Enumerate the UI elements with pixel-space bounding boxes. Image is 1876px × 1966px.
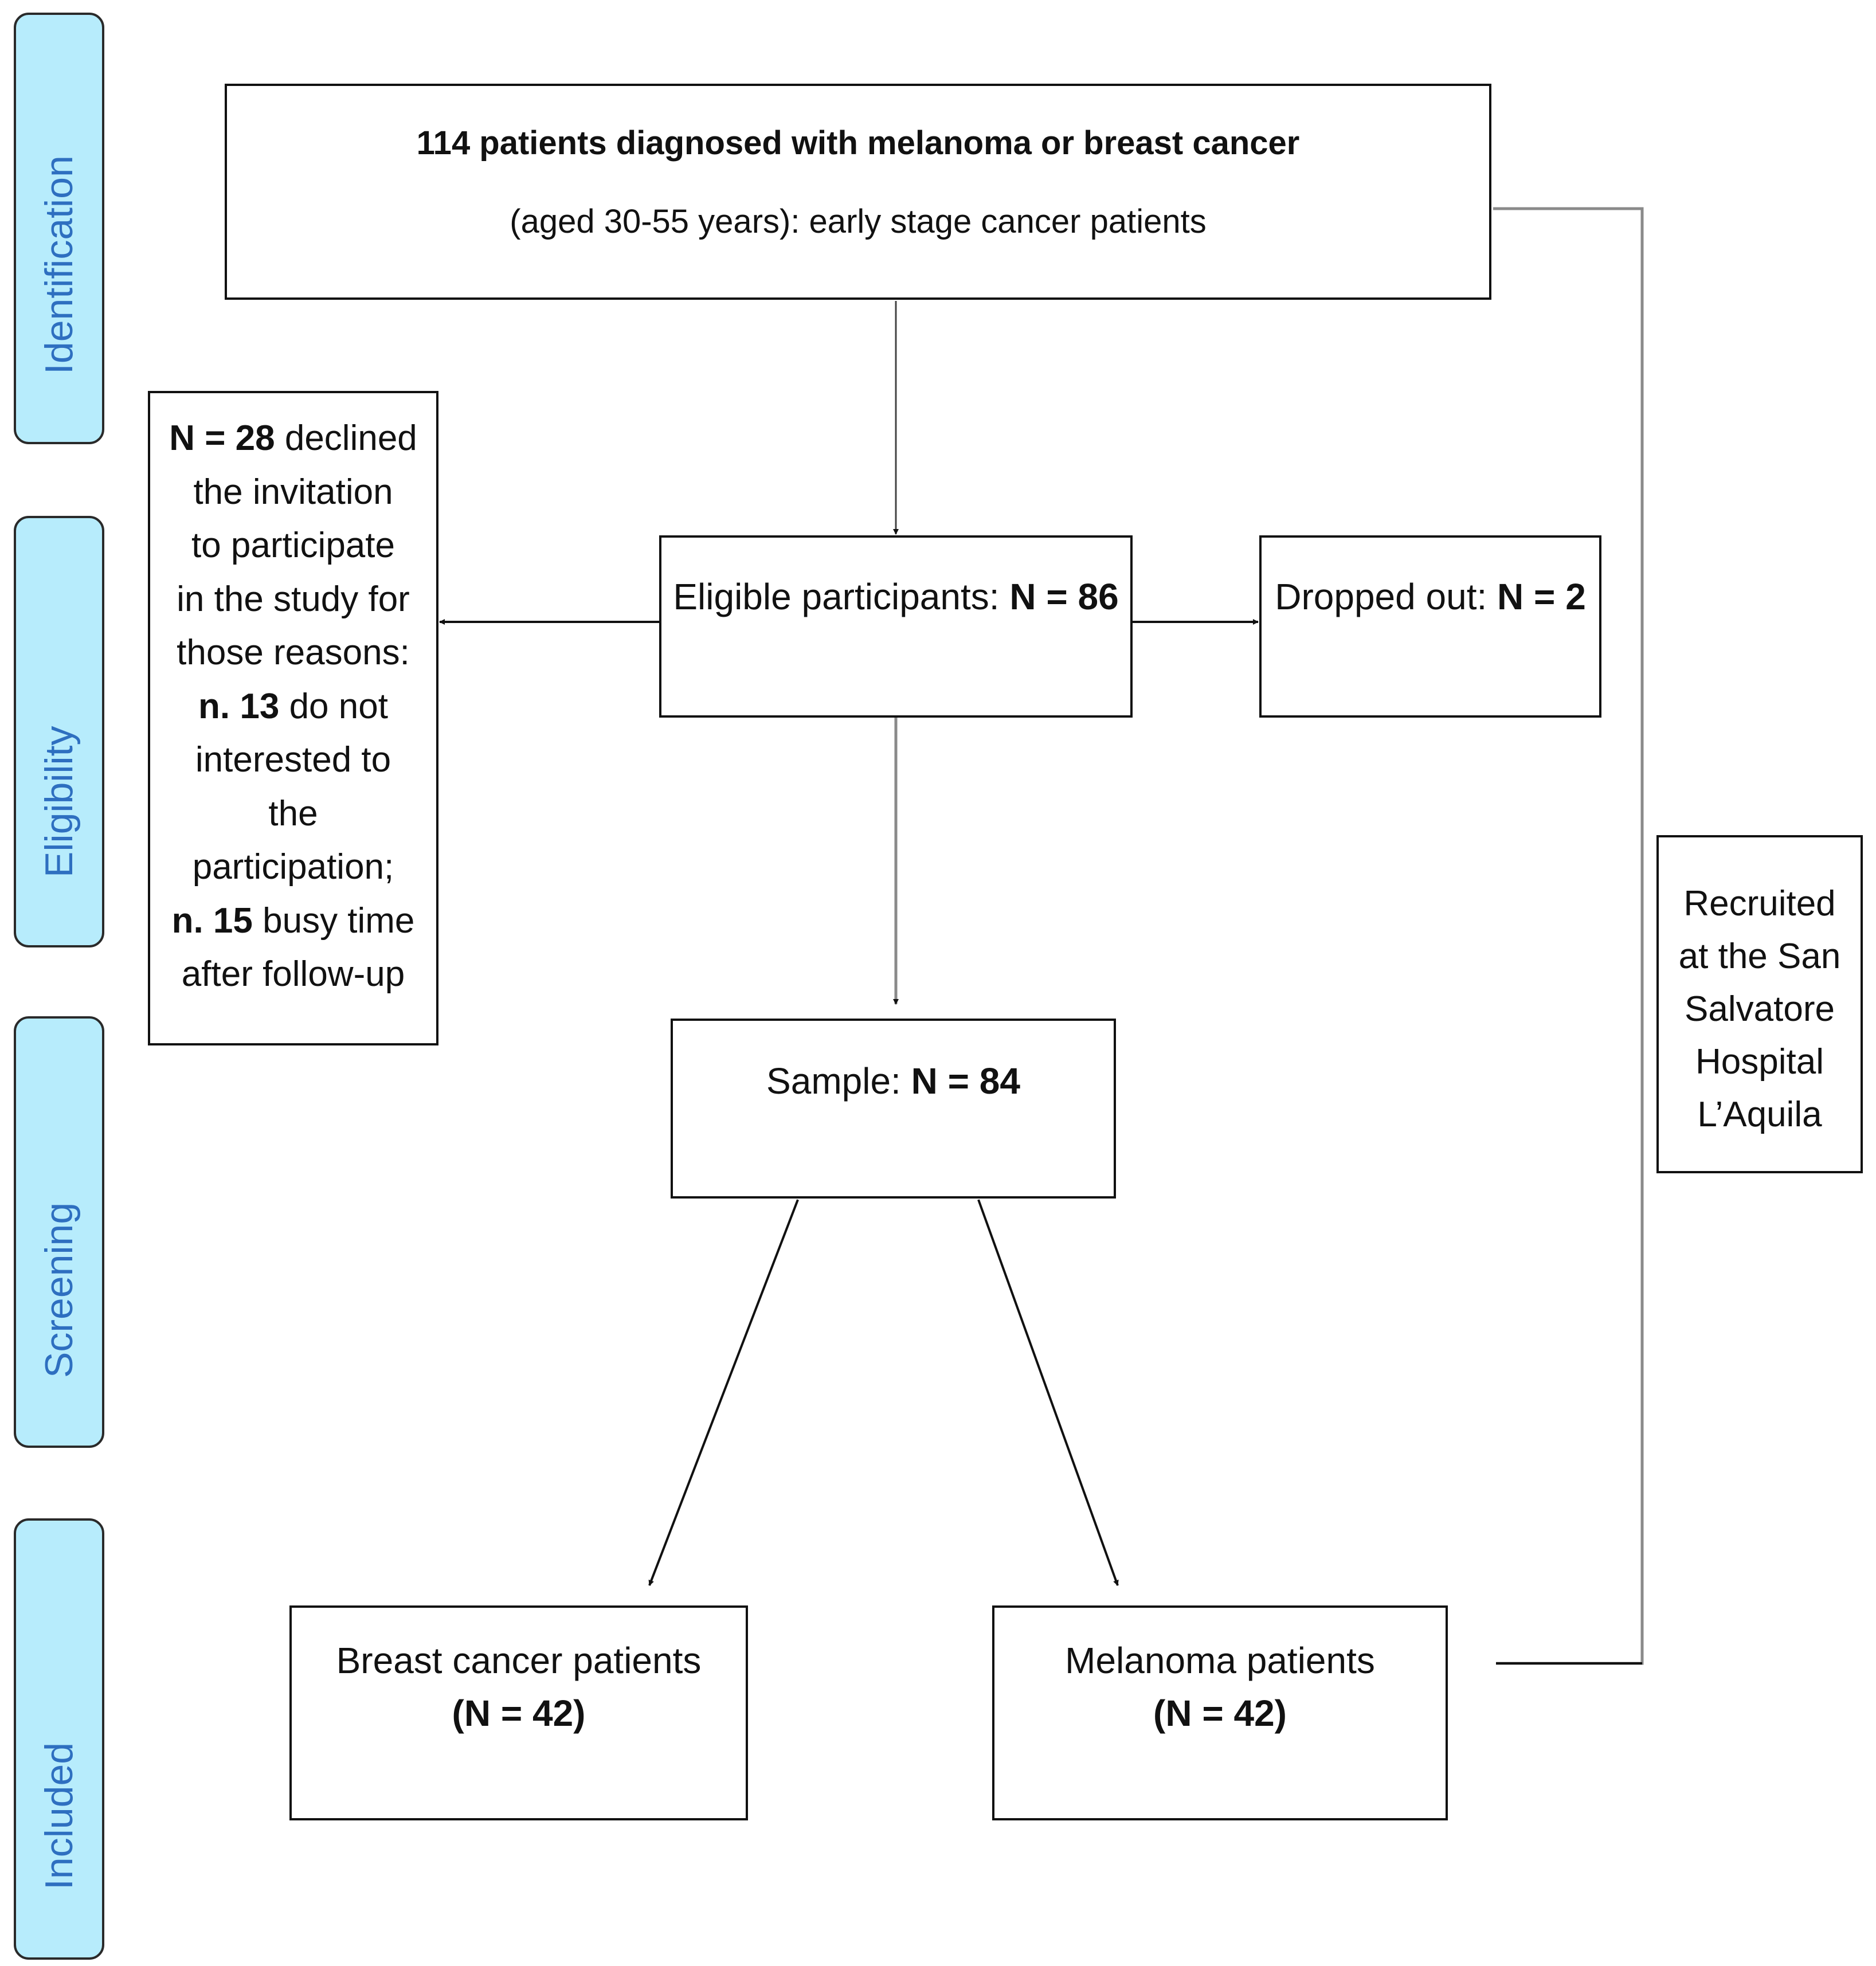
declined-line-9: participation;	[192, 847, 394, 887]
sample-box: Sample: N = 84	[671, 1019, 1116, 1199]
identification-title: 114 patients diagnosed with melanoma or …	[416, 124, 1300, 162]
declined-reason-1: n. 13 do not	[150, 680, 436, 734]
recruited-box: Recruited at the San Salvatore Hospital …	[1656, 835, 1863, 1173]
declined-line-11: after follow-up	[181, 954, 405, 994]
recruited-line-1: Recruited	[1683, 884, 1836, 923]
lane-screening: Screening	[14, 1016, 104, 1448]
declined-reason-1-text: do not	[279, 686, 388, 726]
lane-eligibility: Eligibility	[14, 516, 104, 947]
declined-line-2: the invitation	[193, 472, 393, 512]
declined-line-7: interested to	[195, 740, 391, 780]
dropped-count: N = 2	[1497, 576, 1586, 617]
identification-box: 114 patients diagnosed with melanoma or …	[225, 84, 1491, 300]
melanoma-label: Melanoma patients	[1065, 1640, 1375, 1681]
declined-reason-2-count: n. 15	[171, 900, 253, 941]
recruited-line-5: L’Aquila	[1697, 1095, 1822, 1134]
declined-reason-1-count: n. 13	[198, 686, 280, 726]
declined-reason-2-text: busy time	[252, 900, 415, 941]
connector-identification-to-recruited	[1493, 207, 1644, 1665]
breast-cancer-label: Breast cancer patients	[336, 1640, 702, 1681]
declined-line-4: in the study for	[177, 579, 410, 619]
lane-included: Included	[14, 1518, 104, 1960]
recruited-line-4: Hospital	[1695, 1042, 1824, 1082]
breast-cancer-box: Breast cancer patients (N = 42)	[289, 1605, 748, 1820]
declined-line-5: those reasons:	[177, 633, 410, 672]
sample-count: N = 84	[911, 1060, 1020, 1102]
declined-line-1: N = 28 declined	[150, 412, 436, 465]
recruited-line-2: at the San	[1678, 937, 1841, 976]
declined-count: N = 28	[169, 418, 275, 458]
dropped-label: Dropped out:	[1275, 576, 1498, 617]
arrow-sample-to-breast	[648, 1199, 799, 1586]
recruited-line-3: Salvatore	[1685, 989, 1835, 1029]
melanoma-count: (N = 42)	[1153, 1693, 1287, 1734]
melanoma-box: Melanoma patients (N = 42)	[992, 1605, 1448, 1820]
lane-identification: Identification	[14, 13, 104, 444]
declined-box: N = 28 declined the invitation to partic…	[148, 391, 438, 1045]
declined-line-3: to participate	[191, 526, 395, 565]
sample-label: Sample:	[766, 1060, 911, 1102]
declined-line-1-text: declined	[275, 418, 417, 458]
declined-reason-2: n. 15 busy time	[150, 894, 436, 948]
identification-subtitle: (aged 30-55 years): early stage cancer p…	[510, 203, 1207, 240]
arrow-sample-to-melanoma	[977, 1199, 1119, 1586]
declined-line-8: the	[268, 793, 318, 833]
breast-cancer-count: (N = 42)	[452, 1693, 586, 1734]
eligible-count: N = 86	[1009, 576, 1119, 617]
dropped-box: Dropped out: N = 2	[1259, 535, 1601, 718]
eligible-box: Eligible participants: N = 86	[659, 535, 1133, 718]
eligible-label: Eligible participants:	[673, 576, 1010, 617]
